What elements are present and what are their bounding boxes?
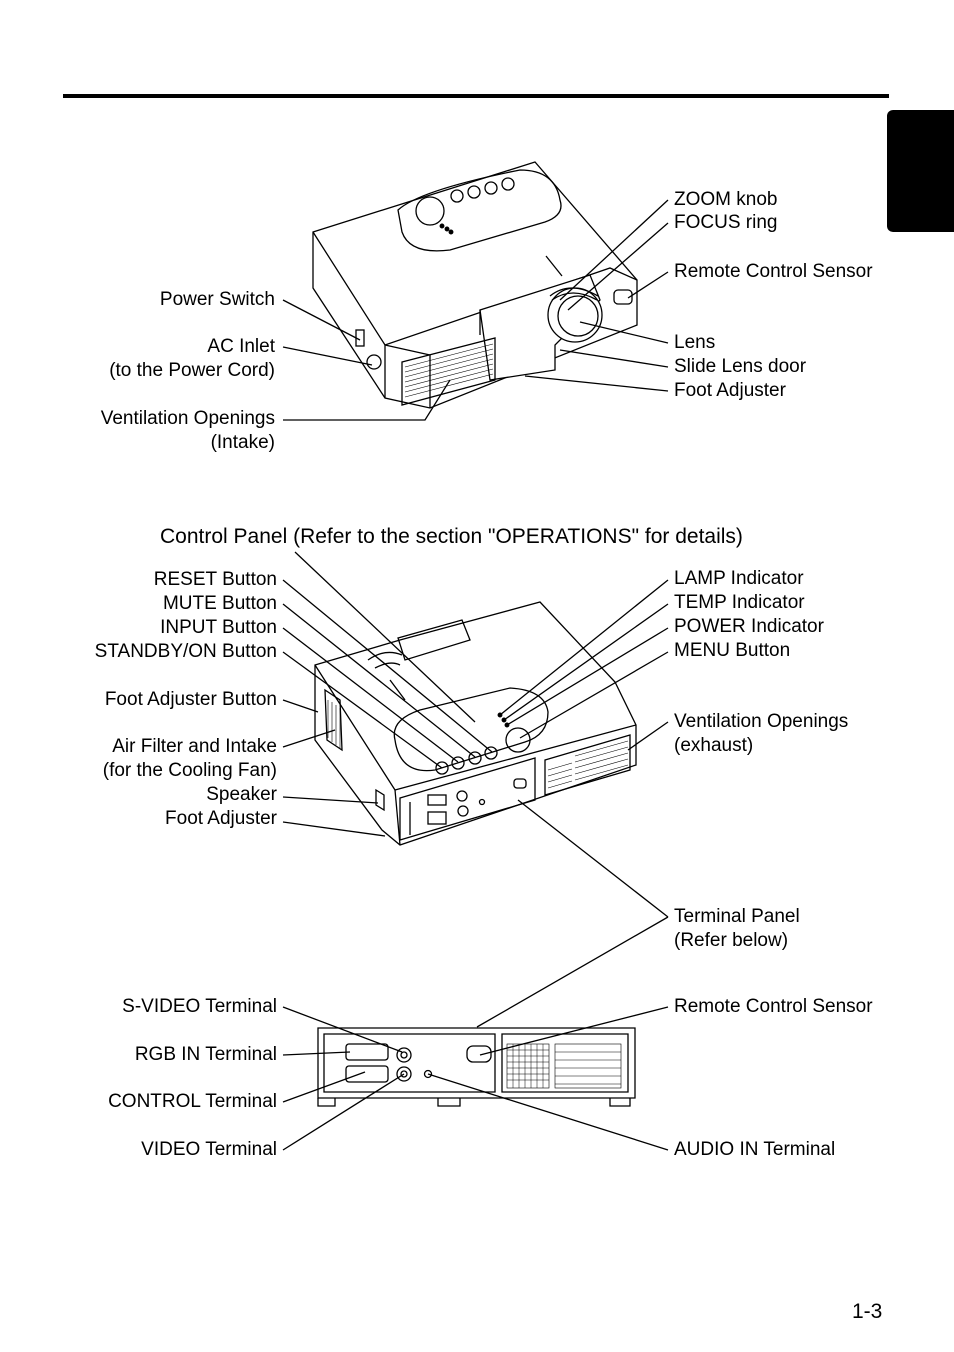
section1-leader-lines xyxy=(282,199,669,421)
label-standby-on-button: STANDBY/ON Button xyxy=(94,641,277,662)
section3-leader-lines xyxy=(282,1006,669,1151)
label-video-terminal: VIDEO Terminal xyxy=(141,1139,277,1160)
top-rule xyxy=(63,94,889,98)
label-menu-button: MENU Button xyxy=(674,640,791,661)
label-terminal-panel-sub: (Refer below) xyxy=(674,930,789,951)
label-power-switch: Power Switch xyxy=(159,289,275,310)
label-ventilation-exhaust: Ventilation Openings xyxy=(674,711,849,732)
label-foot-adjuster-rear: Foot Adjuster xyxy=(165,808,277,829)
chapter-tab xyxy=(887,110,954,232)
label-power-indicator: POWER Indicator xyxy=(674,616,824,637)
label-temp-indicator: TEMP Indicator xyxy=(674,592,805,613)
page-number: 1-3 xyxy=(852,1300,883,1323)
label-air-filter-sub: (for the Cooling Fan) xyxy=(102,760,277,781)
label-air-filter: Air Filter and Intake xyxy=(112,736,277,757)
terminal-panel-illustration xyxy=(317,1027,636,1107)
label-ac-inlet: AC Inlet xyxy=(207,336,275,357)
label-terminal-panel: Terminal Panel xyxy=(674,906,800,927)
label-ac-inlet-sub: (to the Power Cord) xyxy=(109,360,275,381)
label-lens: Lens xyxy=(674,332,716,353)
label-foot-adjuster-front: Foot Adjuster xyxy=(674,380,786,401)
label-zoom-knob: ZOOM knob xyxy=(674,189,778,210)
label-speaker: Speaker xyxy=(206,784,277,805)
label-s-video-terminal: S-VIDEO Terminal xyxy=(122,996,277,1017)
label-ventilation-exhaust-sub: (exhaust) xyxy=(674,735,754,756)
label-mute-button: MUTE Button xyxy=(162,593,277,614)
control-panel-heading: Control Panel (Refer to the section "OPE… xyxy=(160,525,743,548)
projector-rear-illustration xyxy=(314,601,637,846)
label-ventilation-intake-sub: (Intake) xyxy=(210,432,275,453)
label-ventilation-intake: Ventilation Openings xyxy=(100,408,275,429)
label-input-button: INPUT Button xyxy=(160,617,277,638)
label-foot-adjuster-button: Foot Adjuster Button xyxy=(104,689,277,710)
section2-leader-lines xyxy=(282,551,669,1028)
label-slide-lens-door: Slide Lens door xyxy=(674,356,807,377)
label-control-terminal: CONTROL Terminal xyxy=(108,1091,277,1112)
label-focus-ring: FOCUS ring xyxy=(674,212,778,233)
label-audio-in-terminal: AUDIO IN Terminal xyxy=(674,1139,836,1160)
label-lamp-indicator: LAMP Indicator xyxy=(674,568,804,589)
label-rgb-in-terminal: RGB IN Terminal xyxy=(134,1044,277,1065)
label-remote-control-sensor-rear: Remote Control Sensor xyxy=(674,996,873,1017)
label-reset-button: RESET Button xyxy=(153,569,277,590)
label-remote-control-sensor-front: Remote Control Sensor xyxy=(674,261,873,282)
projector-front-illustration xyxy=(312,161,638,409)
